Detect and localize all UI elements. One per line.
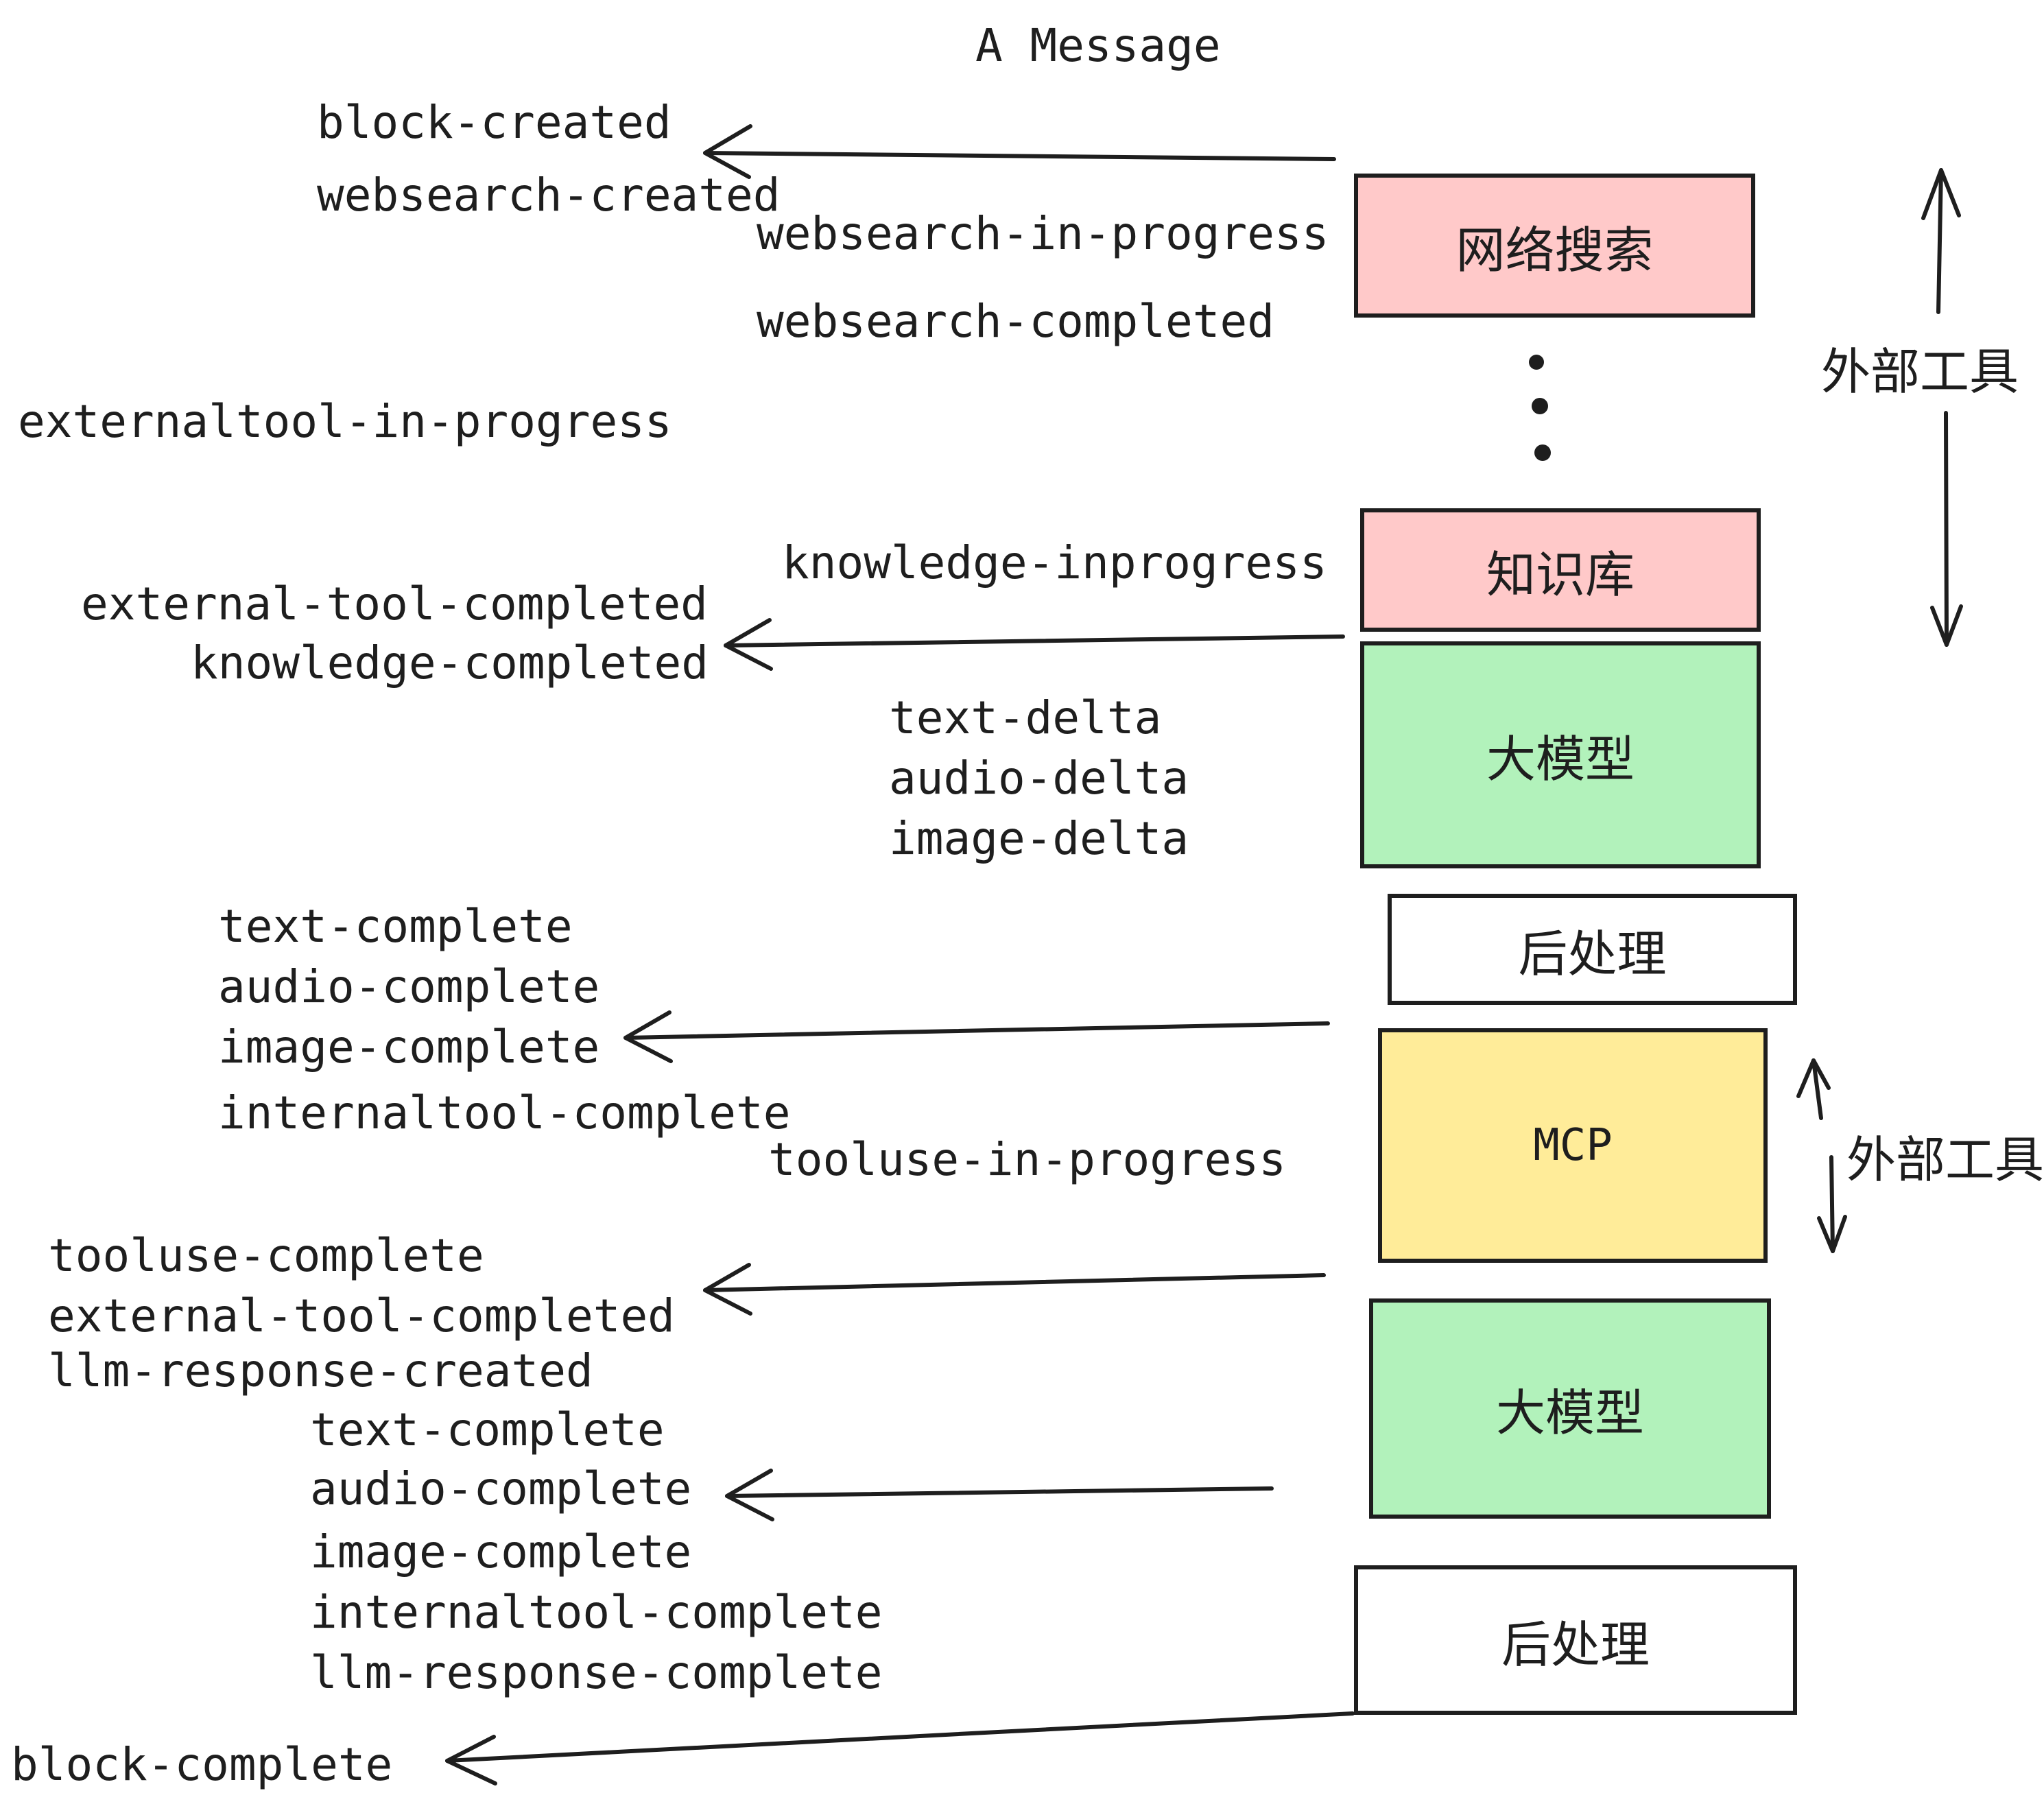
event-label-tooluse-complete: tooluse-complete [48, 1229, 484, 1282]
arrow-postprocess-to-image-complete [623, 1010, 1330, 1063]
arrow-llm2-to-audio-complete [725, 1469, 1274, 1521]
event-label-text-delta-1: text-delta [889, 691, 1162, 744]
event-label-image-complete-1: image-complete [218, 1021, 600, 1073]
box-llm-2-label: 大模型 [1495, 1386, 1644, 1441]
box-llm-1-label: 大模型 [1486, 733, 1635, 787]
box-post-process-1-label: 后处理 [1518, 927, 1667, 982]
event-label-websearch-created: websearch-created [317, 169, 781, 222]
event-label-block-complete: block-complete [11, 1738, 393, 1791]
arrow-websearch-to-block-created [703, 124, 1336, 179]
event-label-text-complete-2: text-complete [310, 1403, 665, 1456]
event-label-websearch-completed: websearch-completed [757, 295, 1274, 348]
box-websearch-label: 网络搜索 [1455, 223, 1654, 278]
event-label-llm-response-created: llm-response-created [48, 1344, 593, 1397]
box-mcp-label: MCP [1533, 1120, 1613, 1171]
box-knowledge-base-label: 知识库 [1486, 547, 1635, 603]
arrow-postprocess2-to-block-complete [445, 1711, 1355, 1785]
event-label-image-complete-2: image-complete [310, 1526, 692, 1578]
event-label-audio-delta-1: audio-delta [889, 752, 1189, 805]
mcp-external-tools-up-arrow [1796, 1058, 1831, 1120]
event-label-knowledge-completed: knowledge-completed [191, 637, 709, 689]
mcp-external-tools-down-arrow [1817, 1155, 1847, 1253]
external-tools-up-arrow [1921, 168, 1961, 314]
event-label-audio-complete-1: audio-complete [218, 960, 600, 1013]
ellipsis-dots [1529, 355, 1551, 461]
event-label-external-tool-completed-1: external-tool-completed [81, 578, 708, 630]
external-tools-label-top: 外部工具 [1821, 345, 2019, 400]
event-label-externaltool-in-progress: externaltool-in-progress [18, 395, 672, 448]
arrow-knowledge-to-knowledge-completed [724, 618, 1345, 671]
event-label-external-tool-completed-2: external-tool-completed [48, 1290, 675, 1342]
event-label-tooluse-in-progress: tooluse-in-progress [768, 1133, 1286, 1186]
box-llm-2: 大模型 [1369, 1298, 1771, 1519]
box-mcp: MCP [1378, 1028, 1768, 1263]
external-tools-down-arrow [1930, 411, 1963, 647]
event-label-text-complete-1: text-complete [218, 900, 573, 953]
box-knowledge-base: 知识库 [1360, 508, 1761, 632]
event-label-llm-response-complete: llm-response-complete [310, 1646, 883, 1699]
box-post-process-1: 后处理 [1388, 894, 1797, 1005]
event-label-knowledge-inprogress: knowledge-inprogress [782, 536, 1327, 589]
external-tools-label-mcp: 外部工具 [1846, 1133, 2044, 1188]
arrow-mcp-to-tooluse-complete [703, 1263, 1326, 1316]
box-post-process-2-label: 后处理 [1501, 1617, 1650, 1673]
box-websearch: 网络搜索 [1354, 174, 1755, 318]
event-label-image-delta-1: image-delta [889, 812, 1189, 865]
box-llm-1: 大模型 [1360, 641, 1761, 868]
event-label-internaltool-complete-1: internaltool-complete [218, 1087, 791, 1139]
diagram-title: A Message [975, 19, 1221, 72]
box-post-process-2: 后处理 [1354, 1565, 1797, 1715]
event-label-internaltool-complete-2: internaltool-complete [310, 1586, 883, 1639]
event-label-block-created: block-created [317, 96, 672, 149]
event-label-audio-complete-2: audio-complete [310, 1462, 692, 1515]
event-label-websearch-in-progress: websearch-in-progress [757, 207, 1329, 260]
